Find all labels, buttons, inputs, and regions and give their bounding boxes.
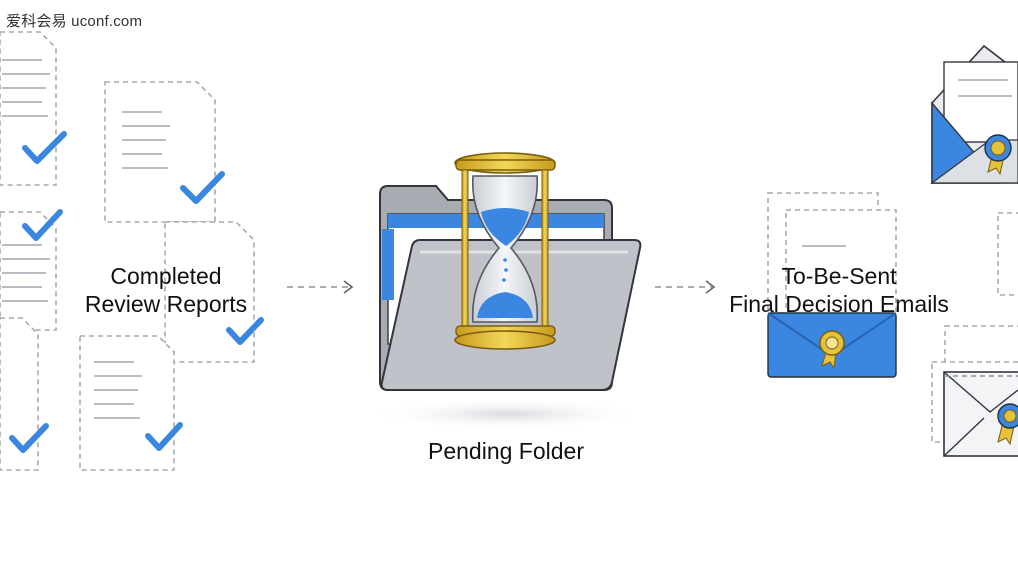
document-icon: [164, 221, 255, 363]
checkmark-icon: [180, 171, 225, 204]
checkmark-icon: [226, 317, 264, 345]
document-icon: [104, 81, 216, 223]
checkmark-icon: [22, 131, 67, 164]
arrow-right-icon: [287, 280, 354, 294]
document-icon: [0, 211, 57, 331]
document-icon: [997, 212, 1018, 296]
label-line-2: Review Reports: [84, 291, 248, 317]
label-line-1: To-Be-Sent: [781, 263, 897, 289]
seal-icon: [997, 403, 1018, 446]
watermark: 爱科会易 uconf.com: [6, 13, 143, 30]
checkmark-icon: [145, 422, 183, 451]
final-decision-emails: [767, 44, 1018, 457]
arrow-right-icon: [655, 280, 716, 294]
folder-shadow: [368, 398, 648, 430]
document-icon: [0, 317, 39, 471]
pending-folder: [368, 152, 648, 430]
label-line-1: Pending Folder: [428, 438, 584, 464]
envelope-icon: [767, 312, 897, 378]
completed-review-reports-label: Completed Review Reports: [66, 262, 266, 318]
hourglass-icon: [454, 152, 556, 350]
document-icon: [767, 192, 897, 321]
seal-icon: [984, 134, 1012, 176]
envelope-icon: [931, 325, 1018, 457]
label-line-1: Completed: [110, 263, 222, 289]
checkmark-icon: [9, 423, 49, 453]
review-report-documents: [0, 31, 264, 471]
envelope-icon: [930, 44, 1018, 184]
pending-folder-label: Pending Folder: [396, 437, 616, 465]
seal-icon: [819, 330, 845, 370]
document-icon: [0, 31, 57, 186]
checkmark-icon: [22, 209, 63, 241]
to-be-sent-emails-label: To-Be-Sent Final Decision Emails: [716, 262, 962, 318]
label-line-2: Final Decision Emails: [729, 291, 949, 317]
